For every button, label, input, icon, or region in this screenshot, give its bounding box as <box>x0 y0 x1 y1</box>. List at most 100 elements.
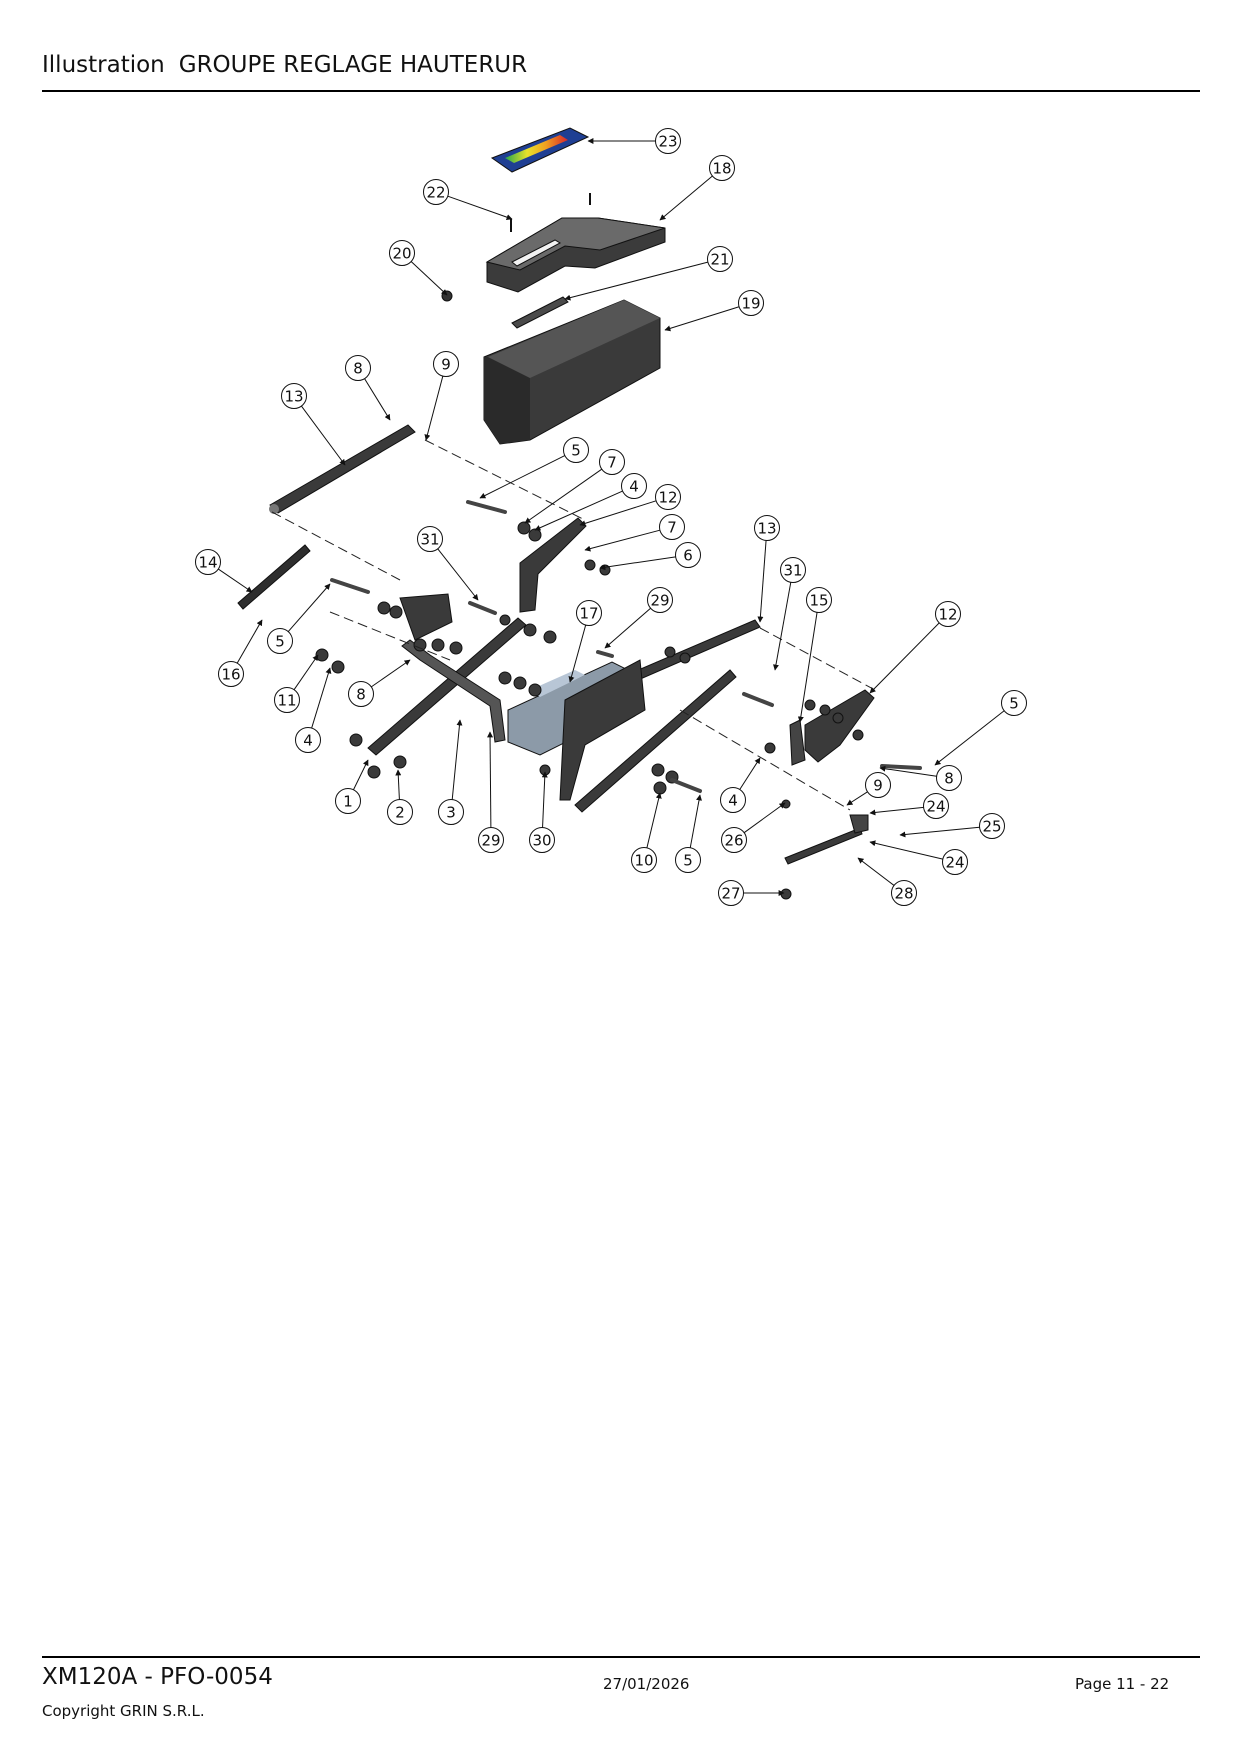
callout-6: 6 <box>599 542 701 571</box>
callout-circle <box>891 880 917 906</box>
callout-leader <box>395 769 402 800</box>
callout-leader <box>869 806 924 816</box>
callout-31: 31 <box>417 526 479 601</box>
callout-number: 3 <box>446 804 456 822</box>
callout-number: 8 <box>353 360 363 378</box>
callout-leader <box>743 802 786 834</box>
callout-circle <box>659 514 685 540</box>
callout-leader <box>410 261 448 296</box>
callout-30: 30 <box>529 771 555 853</box>
callout-leader <box>568 624 587 683</box>
part-18-top-cover <box>485 217 666 293</box>
callout-circle <box>389 240 415 266</box>
callout-12: 12 <box>869 601 961 694</box>
callout-number: 15 <box>809 592 828 610</box>
callout-circle <box>274 687 300 713</box>
callout-circle <box>675 847 701 873</box>
callout-number: 24 <box>926 798 945 816</box>
callout-circle <box>707 246 733 272</box>
callout-circle <box>738 290 764 316</box>
callout-24: 24 <box>869 793 949 819</box>
callout-23: 23 <box>587 128 681 154</box>
hardware-pins <box>330 500 922 793</box>
callout-leader <box>451 719 463 800</box>
callout-29: 29 <box>604 587 673 649</box>
callout-circle <box>387 799 413 825</box>
callout-14: 14 <box>195 549 253 593</box>
part-12-bracket-left <box>519 517 587 613</box>
callout-leader <box>564 261 709 301</box>
callout-leader <box>757 540 767 623</box>
callout-circle <box>942 849 968 875</box>
callout-number: 6 <box>683 547 693 565</box>
callout-leader <box>370 659 411 688</box>
callout-19: 19 <box>664 290 764 332</box>
callout-16: 16 <box>218 619 263 687</box>
callout-leader <box>879 765 937 777</box>
callout-21: 21 <box>564 246 733 301</box>
callout-circle <box>979 813 1005 839</box>
callout-25: 25 <box>899 813 1005 839</box>
part-22-screw <box>510 193 591 232</box>
callout-1: 1 <box>335 759 369 814</box>
callout-number: 26 <box>724 832 743 850</box>
callout-number: 25 <box>982 818 1001 836</box>
callout-number: 13 <box>284 388 303 406</box>
part-23-height-decal <box>490 127 590 173</box>
callout-leader <box>236 619 263 664</box>
callout-number: 19 <box>741 295 760 313</box>
callout-circle <box>721 827 747 853</box>
callout-number: 4 <box>728 792 738 810</box>
callout-number: 24 <box>945 854 964 872</box>
callout-10: 10 <box>631 792 662 873</box>
callout-circle <box>935 601 961 627</box>
callout-number: 29 <box>650 592 669 610</box>
page-title-text: GROUPE REGLAGE HAUTERUR <box>178 52 528 78</box>
callout-number: 13 <box>757 520 776 538</box>
callout-number: 5 <box>1009 695 1019 713</box>
callout-leader <box>664 306 740 332</box>
callout-circle <box>478 827 504 853</box>
callout-leader <box>846 791 868 806</box>
callout-leader <box>579 500 657 527</box>
callout-number: 16 <box>221 666 240 684</box>
callout-22: 22 <box>423 179 513 221</box>
callout-circle <box>529 827 555 853</box>
callout-31: 31 <box>773 557 806 671</box>
callout-leader <box>869 840 943 860</box>
callout-28: 28 <box>857 857 917 906</box>
callout-circle <box>806 587 832 613</box>
callout-number: 12 <box>658 489 677 507</box>
callout-number: 17 <box>579 605 598 623</box>
callout-circle <box>417 526 443 552</box>
callout-9: 9 <box>424 351 459 441</box>
copyright: Copyright GRIN S.R.L. <box>42 1702 205 1720</box>
callout-8: 8 <box>348 659 411 707</box>
dashed-assembly-lines <box>271 439 876 811</box>
callout-number: 28 <box>894 885 913 903</box>
part-12-bracket-right <box>789 689 875 766</box>
callout-18: 18 <box>659 155 735 221</box>
footer-divider <box>42 1656 1200 1658</box>
callout-4: 4 <box>534 473 647 531</box>
callout-circle <box>780 557 806 583</box>
callout-leader <box>899 826 980 838</box>
document-code: XM120A - PFO-0054 <box>42 1664 273 1690</box>
callout-15: 15 <box>797 587 832 723</box>
callout-number: 11 <box>277 692 296 710</box>
callout-number: 27 <box>721 885 740 903</box>
callout-circle <box>423 179 449 205</box>
callout-13: 13 <box>754 515 780 623</box>
callout-leader <box>447 195 513 221</box>
document-date: 27/01/2026 <box>603 1675 690 1693</box>
callout-27: 27 <box>718 880 785 906</box>
callout-leader <box>293 654 319 690</box>
callout-number: 9 <box>873 777 883 795</box>
callout-2: 2 <box>387 769 413 825</box>
callout-circle <box>267 628 293 654</box>
callout-leader <box>311 667 332 729</box>
callout-11: 11 <box>274 654 319 713</box>
callout-number: 31 <box>420 531 439 549</box>
callout-9: 9 <box>846 772 891 806</box>
